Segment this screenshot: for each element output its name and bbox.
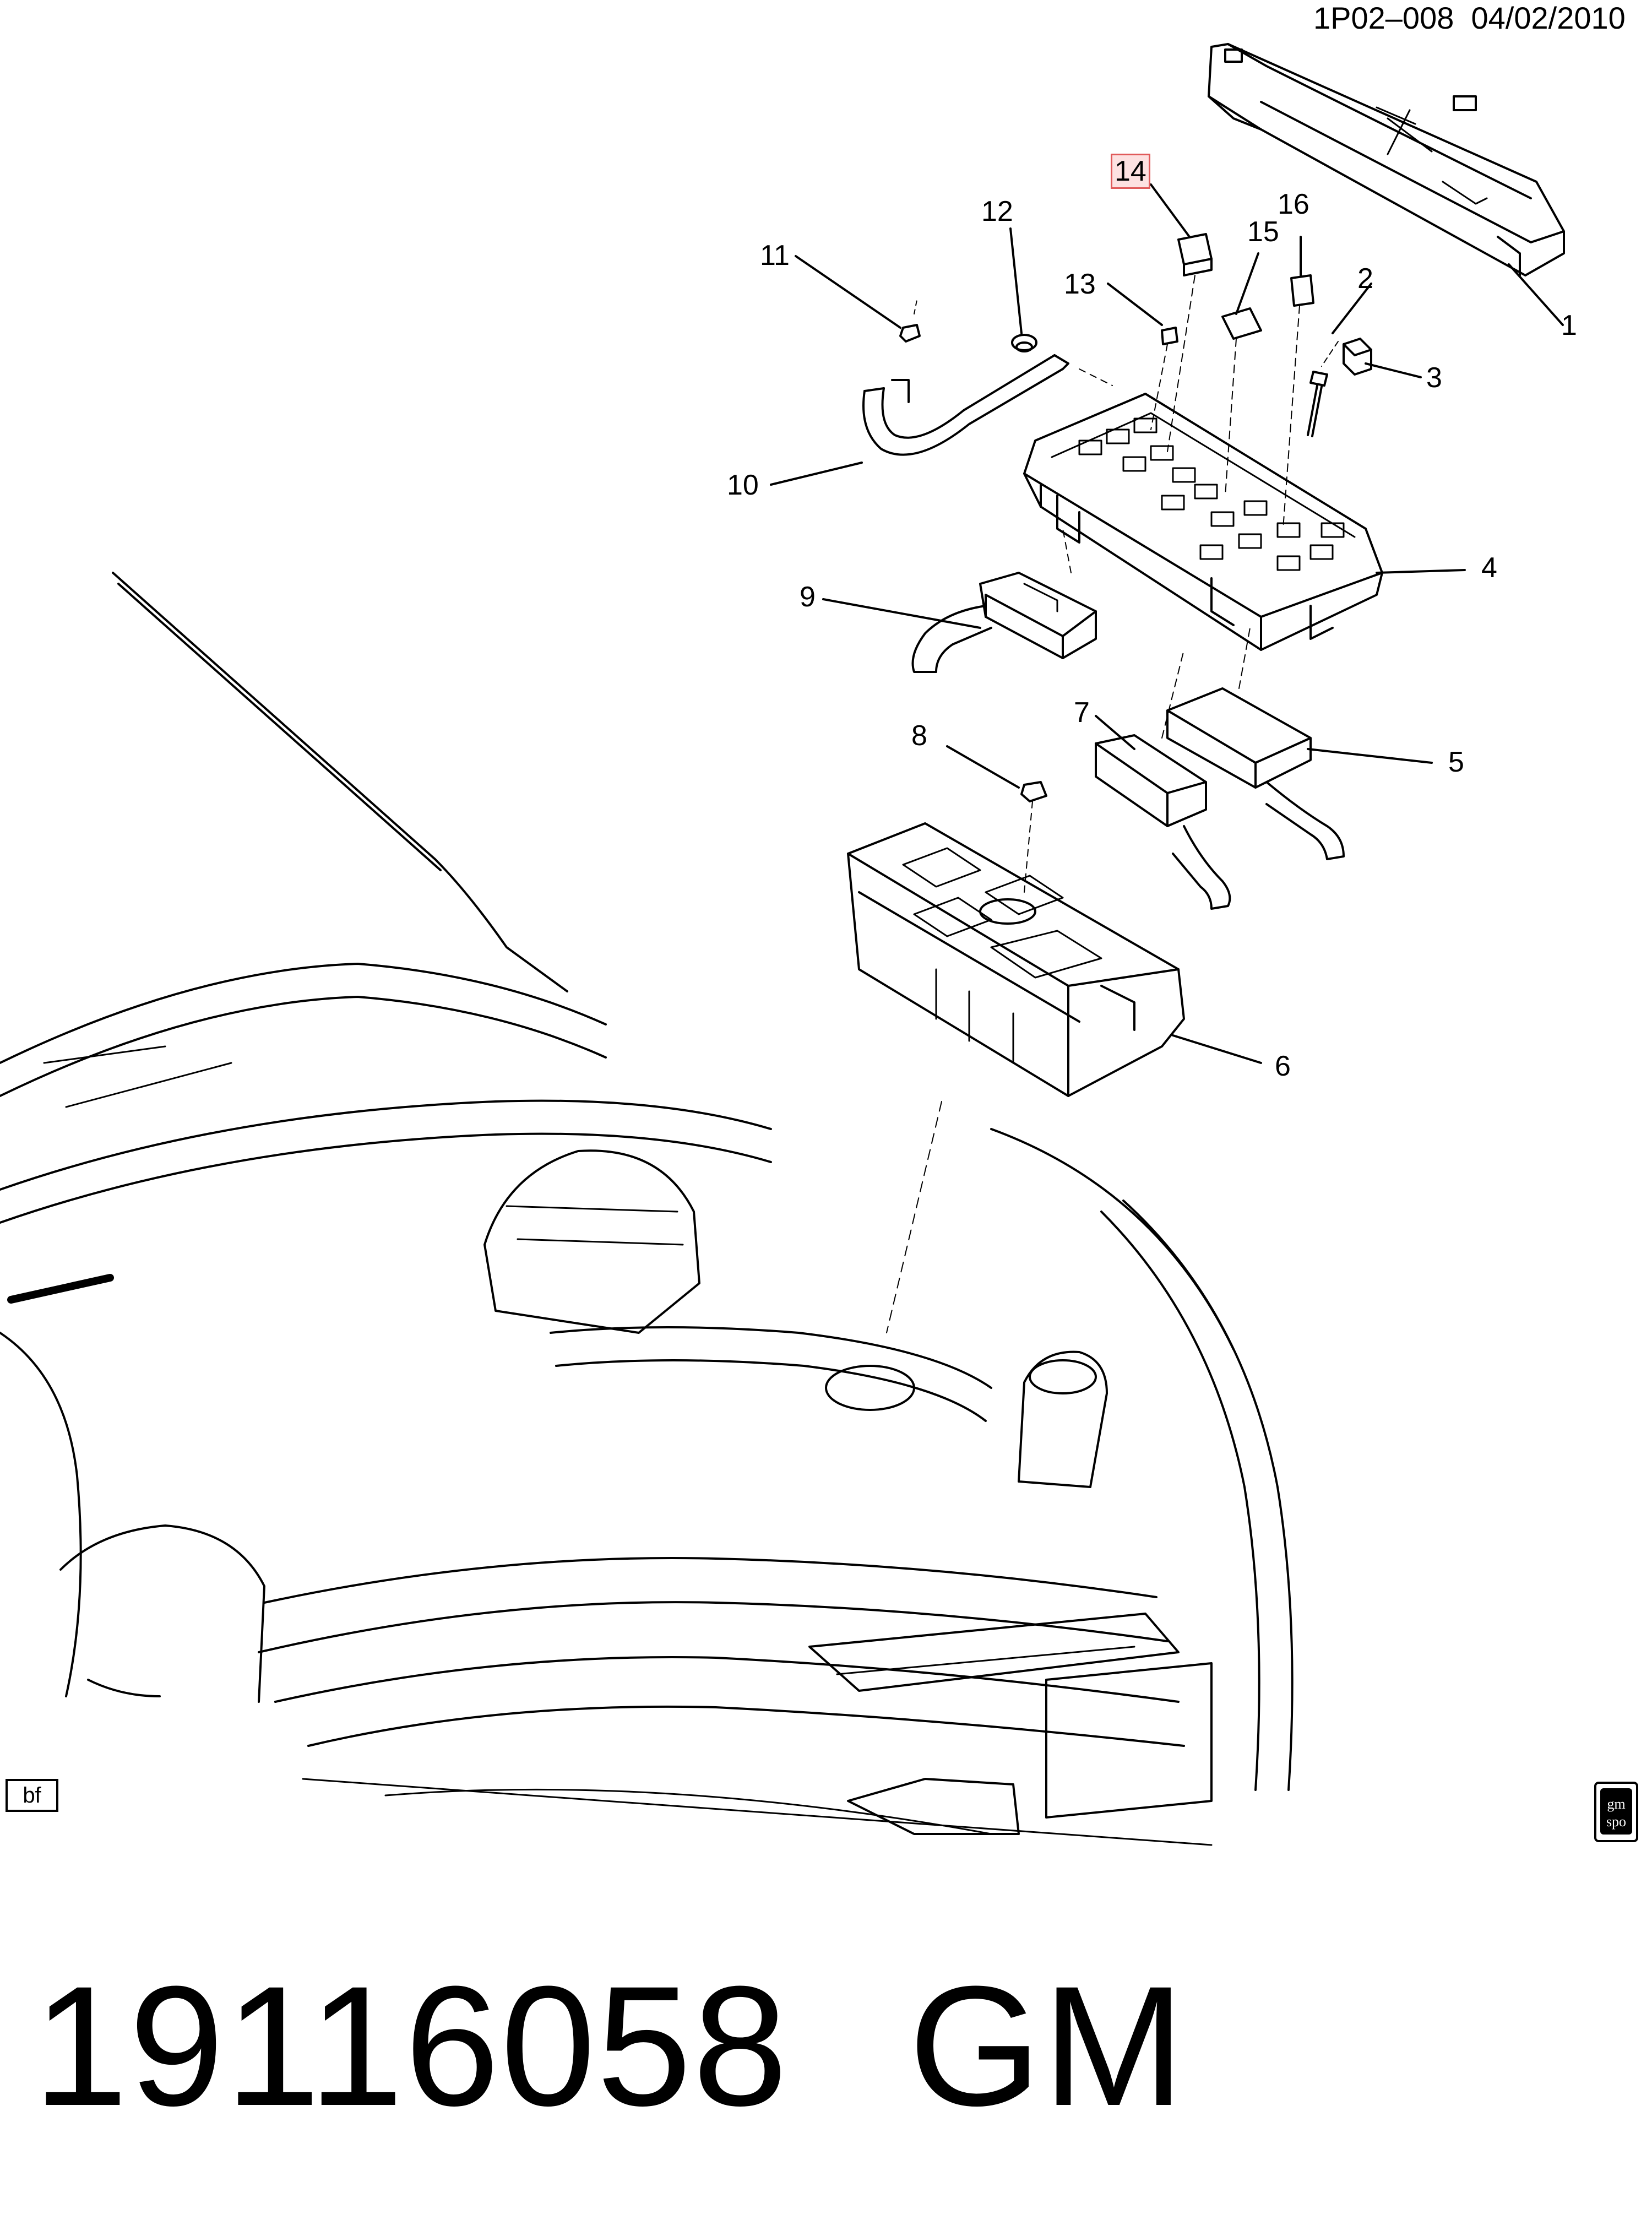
- diagram-header: 1P02–008 04/02/2010: [1313, 3, 1626, 34]
- callout-14: 14: [1111, 154, 1150, 189]
- diagram-code: 1P02–008: [1313, 1, 1454, 35]
- diagram-date: 04/02/2010: [1471, 1, 1626, 35]
- callout-7: 7: [1074, 697, 1090, 729]
- part-4-fuse-block: [1023, 393, 1383, 651]
- part-15-component: [1221, 307, 1262, 496]
- callout-16: 16: [1278, 188, 1309, 220]
- callout-10: 10: [727, 469, 759, 501]
- part-6-tray: [847, 822, 1185, 1333]
- part-12-grommet: [1011, 334, 1037, 352]
- part-16-relay: [1283, 274, 1314, 529]
- callout-11: 11: [760, 240, 790, 272]
- part-10-cable: [862, 354, 1113, 456]
- callout-12: 12: [981, 196, 1013, 227]
- callout-1: 1: [1561, 310, 1577, 341]
- callout-13: 13: [1064, 268, 1096, 300]
- callout-14-highlight: 14: [1111, 154, 1150, 189]
- callout-6: 6: [1275, 1050, 1291, 1082]
- part-7-connector: [1095, 649, 1231, 910]
- vehicle-engine-bay: [0, 572, 1294, 1846]
- gm-spo-logo: gm spo: [1594, 1782, 1638, 1842]
- callout-5: 5: [1448, 746, 1464, 778]
- exploded-view-drawing: [0, 43, 1565, 1846]
- callout-15: 15: [1247, 216, 1279, 248]
- callout-9: 9: [800, 581, 816, 613]
- part-14-relay: [1167, 233, 1213, 452]
- part-8-nut: [1020, 781, 1047, 893]
- callout-8: 8: [911, 720, 927, 752]
- corner-tag: bf: [6, 1779, 58, 1812]
- part-11-nut: [899, 300, 921, 343]
- callout-3: 3: [1426, 362, 1442, 394]
- part-13-clip: [1150, 327, 1178, 430]
- callout-2: 2: [1357, 263, 1373, 295]
- callout-leaders: [770, 183, 1564, 1064]
- part-2-bolt: [1307, 341, 1339, 437]
- part-3-connector: [1343, 338, 1372, 376]
- part-5-connector: [1166, 627, 1345, 860]
- brand-name: GM: [909, 1950, 1186, 2141]
- callout-4: 4: [1481, 552, 1497, 584]
- part-number: 19116058: [33, 1950, 789, 2141]
- part-9-connector: [911, 528, 1097, 673]
- logo-text-bottom: spo: [1606, 1814, 1627, 1830]
- logo-text-top: gm: [1607, 1796, 1626, 1812]
- part-1-cover: [1208, 43, 1565, 276]
